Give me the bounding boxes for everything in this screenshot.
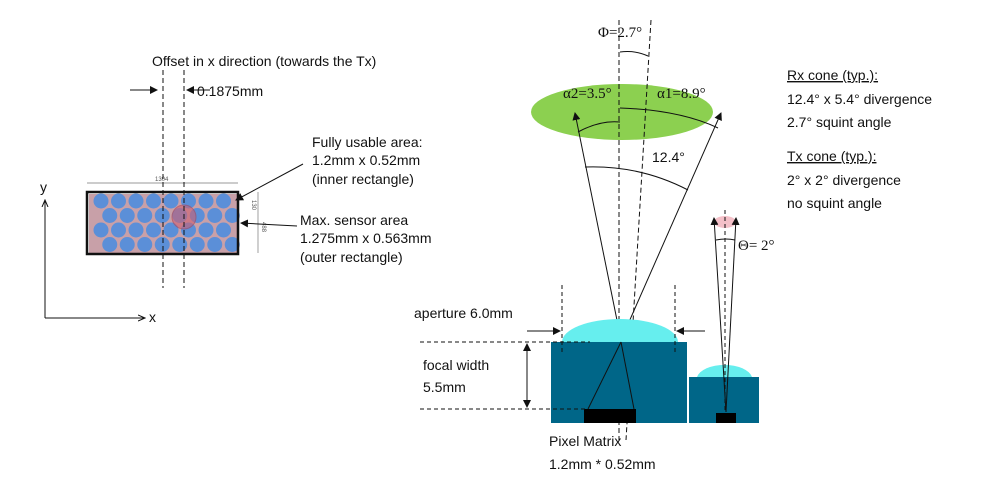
pixel-cell: [216, 193, 231, 209]
pixel-cell: [119, 237, 135, 252]
tx-spot: [714, 216, 736, 228]
pixel-cell: [102, 208, 118, 223]
max-area-pointer: [240, 219, 298, 228]
rx-lens: [562, 319, 678, 342]
alpha2-label: α2=3.5°: [563, 86, 612, 102]
max-area-note: (outer rectangle): [300, 249, 403, 265]
pixel-cell: [146, 193, 161, 209]
rx-ray-left: [572, 112, 622, 341]
tx-squint: no squint angle: [787, 195, 882, 211]
pitch-label: 130: [250, 200, 256, 211]
pixel-cell: [119, 208, 135, 223]
pixel-matrix: [584, 409, 636, 423]
rx-inner-ray-right: [620, 341, 635, 410]
usable-area-label: Fully usable area:: [312, 134, 423, 150]
pixel-cell: [111, 222, 126, 238]
rx-ray-right: [620, 112, 722, 341]
optics-cross-section: Φ=2.7° α2=3.5° α1=8.9° 12.4° Θ= 2° apert…: [414, 19, 775, 472]
pixel-cell: [189, 237, 205, 252]
x-axis-label: x: [149, 309, 156, 325]
usable-area-note: (inner rectangle): [312, 171, 414, 187]
pixel-cell: [137, 208, 153, 223]
rx-spot: [531, 84, 713, 140]
pixel-cell: [207, 237, 223, 252]
alpha1-arc: [619, 107, 719, 129]
pixel-cell: [128, 222, 144, 238]
tx-ray-left: [710, 217, 727, 413]
usable-area-pointer: [235, 163, 304, 201]
rx-inner-ray-left: [587, 341, 622, 410]
pixel-cell: [146, 222, 161, 238]
pixel-cell: [163, 193, 179, 209]
pixel-cell: [154, 208, 170, 223]
tx-emitter: [716, 413, 736, 423]
pixel-cell: [224, 237, 240, 252]
pixel-cell: [154, 237, 170, 252]
usable-area-size: 1.2mm x 0.52mm: [312, 152, 420, 168]
max-area-label: Max. sensor area: [300, 212, 408, 228]
theta-label: Θ= 2°: [738, 238, 775, 254]
cone-specs: Rx cone (typ.): 12.4° x 5.4° divergence …: [787, 67, 932, 211]
tx-cone-title: Tx cone (typ.):: [787, 148, 876, 164]
pixel-grid: [93, 193, 240, 252]
tx-ray-right: [725, 217, 740, 413]
pixel-cell: [216, 222, 231, 238]
theta-arc: [715, 238, 736, 241]
rx-divergence: 12.4° x 5.4° divergence: [787, 91, 932, 107]
pixel-cell: [111, 193, 126, 209]
pixel-cell: [224, 208, 240, 223]
pixel-cell: [102, 237, 118, 252]
pixel-cell: [137, 237, 153, 252]
pixel-cell: [93, 222, 109, 238]
max-area-size: 1.275mm x 0.563mm: [300, 230, 432, 246]
rx-cone-title: Rx cone (typ.):: [787, 67, 878, 83]
pixel-cell: [128, 193, 144, 209]
width-label: 1304: [155, 177, 169, 183]
offset-title: Offset in x direction (towards the Tx): [152, 53, 376, 69]
pixel-cell: [198, 193, 214, 209]
focal-label: focal width: [423, 357, 489, 373]
pixel-cell: [93, 193, 109, 209]
squint-axis: [625, 19, 652, 441]
rx-squint: 2.7° squint angle: [787, 114, 892, 130]
pixel-matrix-label: Pixel Matrix: [549, 433, 621, 449]
pixel-cell: [172, 237, 188, 252]
pixel-cell: [163, 222, 179, 238]
cone-arc: [584, 166, 689, 191]
phi-label: Φ=2.7°: [598, 25, 642, 41]
aperture-label: aperture 6.0mm: [414, 305, 513, 321]
offset-value: 0.1875mm: [197, 83, 263, 99]
focal-value: 5.5mm: [423, 379, 466, 395]
alpha2-arc: [577, 121, 621, 133]
tx-divergence: 2° x 2° divergence: [787, 172, 901, 188]
cone-label: 12.4°: [652, 149, 685, 165]
phi-arc: [619, 51, 649, 57]
alpha1-label: α1=8.9°: [657, 86, 706, 102]
pixel-matrix-size: 1.2mm * 0.52mm: [549, 456, 656, 472]
y-axis-label: y: [40, 179, 47, 195]
pixel-cell: [207, 208, 223, 223]
sensor-layout: Offset in x direction (towards the Tx) 0…: [40, 53, 432, 325]
height-label: 488: [260, 222, 266, 233]
pixel-cell: [198, 222, 214, 238]
tx-lens: [697, 364, 752, 377]
